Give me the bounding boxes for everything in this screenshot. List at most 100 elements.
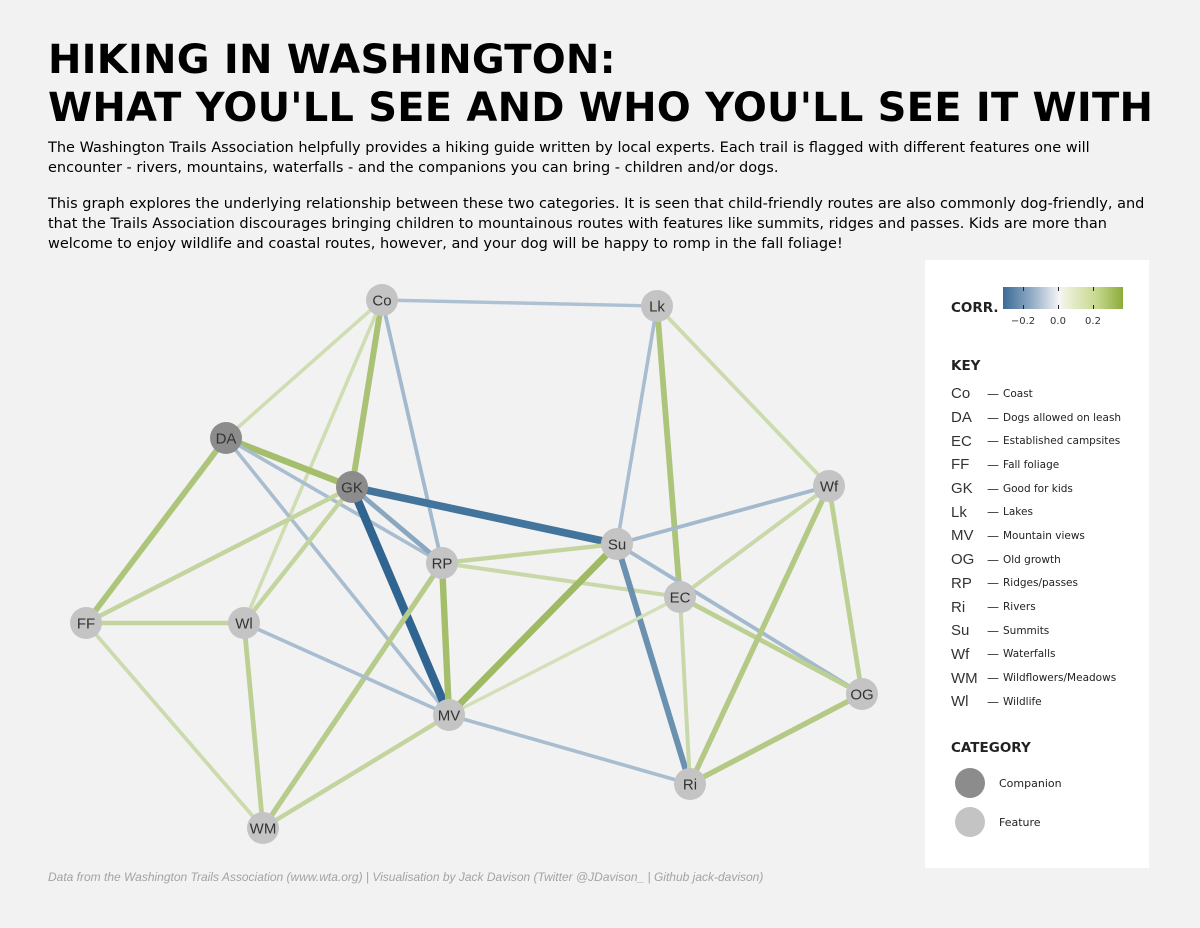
node-circle [664, 581, 696, 613]
node-su: Su [601, 528, 633, 560]
key-row-co: Co — Coast [951, 382, 1121, 406]
key-separator: — [987, 552, 999, 567]
key-abbr: FF [951, 456, 970, 474]
key-label: Established campsites [1003, 435, 1121, 448]
edge-gk-su [351, 483, 618, 548]
category-companion-label: Companion [999, 776, 1062, 790]
edge-co-gk [349, 299, 385, 488]
node-circle [247, 812, 279, 844]
key-separator: — [987, 671, 999, 686]
node-rp: RP [426, 547, 458, 579]
node-circle [70, 607, 102, 639]
node-co: Co [366, 284, 398, 316]
key-label: Lakes [1003, 506, 1033, 519]
node-label: Su [608, 537, 626, 554]
edge-wl-mv [243, 621, 450, 717]
node-label: Co [372, 293, 391, 310]
key-abbr: GK [951, 480, 973, 498]
key-separator: — [987, 528, 999, 543]
colorbar-ticklabel-neg: −0.2 [1010, 316, 1036, 327]
colorbar-ticklabel-zero: 0.0 [1050, 316, 1066, 327]
edge-co-rp [380, 299, 444, 564]
node-wf: Wf [813, 470, 845, 502]
category-companion: Companion [955, 768, 1062, 798]
key-row-lk: Lk—Lakes [951, 500, 1121, 524]
node-label: GK [341, 480, 363, 497]
key-abbr: Co [951, 385, 971, 403]
edge-su-mv [446, 541, 620, 718]
node-label: Lk [649, 299, 665, 316]
edge-gk-rp [350, 485, 444, 565]
node-ri: Ri [674, 768, 706, 800]
key-row-wm: WM—Wildflowers/Meadows [951, 666, 1121, 690]
key-row-ri: Ri—Rivers [951, 595, 1121, 619]
edge-co-wl [242, 299, 384, 624]
node-circle [433, 699, 465, 731]
colorbar-tick-zero [1058, 287, 1059, 309]
node-label: EC [670, 590, 691, 607]
node-ff: FF [70, 607, 102, 639]
node-label: Wl [235, 616, 253, 633]
node-mv: MV [433, 699, 465, 731]
node-label: FF [77, 616, 95, 633]
node-label: DA [216, 431, 237, 448]
node-label: RP [432, 556, 453, 573]
key-separator: — [987, 386, 999, 401]
key-abbr: Ri [951, 598, 966, 616]
node-circle [228, 607, 260, 639]
key-separator: — [987, 481, 999, 496]
edge-co-da [224, 298, 384, 440]
node-gk: GK [336, 471, 368, 503]
key-abbr: Su [951, 622, 970, 640]
key-separator: — [987, 434, 999, 449]
node-circle [813, 470, 845, 502]
node-circle [641, 290, 673, 322]
key-legend-title: KEY [951, 358, 981, 374]
key-label: Coast [1003, 387, 1033, 400]
edge-da-rp [225, 436, 443, 565]
node-ec: EC [664, 581, 696, 613]
key-separator: — [987, 600, 999, 615]
key-abbr: RP [951, 574, 972, 592]
category-feature: Feature [955, 807, 1041, 837]
key-abbr: EC [951, 432, 972, 450]
key-separator: — [987, 694, 999, 709]
key-row-mv: MV—Mountain views [951, 524, 1121, 548]
edge-wf-ri [687, 484, 832, 786]
edge-rp-mv [438, 562, 453, 716]
node-label: Wf [820, 479, 839, 496]
node-circle [601, 528, 633, 560]
key-row-wf: Wf — Waterfalls [951, 643, 1121, 667]
category-legend-title: CATEGORY [951, 740, 1031, 756]
node-label: MV [438, 708, 461, 725]
edge-wf-og [826, 485, 865, 695]
key-abbr: MV [951, 527, 974, 545]
key-label: Good for kids [1003, 482, 1073, 495]
node-circle [846, 678, 878, 710]
edge-su-wf [616, 484, 830, 546]
description-paragraph-1: The Washington Trails Association helpfu… [48, 140, 1090, 176]
node-lk: Lk [641, 290, 673, 322]
key-label: Waterfalls [1003, 648, 1056, 661]
colorbar-tick-pos [1093, 287, 1094, 309]
category-feature-swatch [955, 807, 985, 837]
edge-ec-ri [678, 596, 692, 785]
node-da: DA [210, 422, 242, 454]
edge-ec-wf [678, 484, 831, 599]
key-abbr: Wf [951, 645, 970, 663]
edge-da-ff [83, 436, 229, 625]
edge-su-og [616, 542, 863, 696]
key-abbr: OG [951, 551, 975, 569]
key-row-gk: GK — Good for kids [951, 477, 1121, 501]
edge-da-gk [224, 435, 354, 490]
corr-legend-title: CORR. [951, 300, 999, 316]
key-label: Dogs allowed on leash [1003, 411, 1122, 424]
edge-gk-mv [348, 485, 453, 717]
node-circle [336, 471, 368, 503]
key-separator: — [987, 647, 999, 662]
key-row-wl: Wl—Wildlife [951, 690, 1121, 714]
key-label: Wildlife [1003, 695, 1042, 708]
